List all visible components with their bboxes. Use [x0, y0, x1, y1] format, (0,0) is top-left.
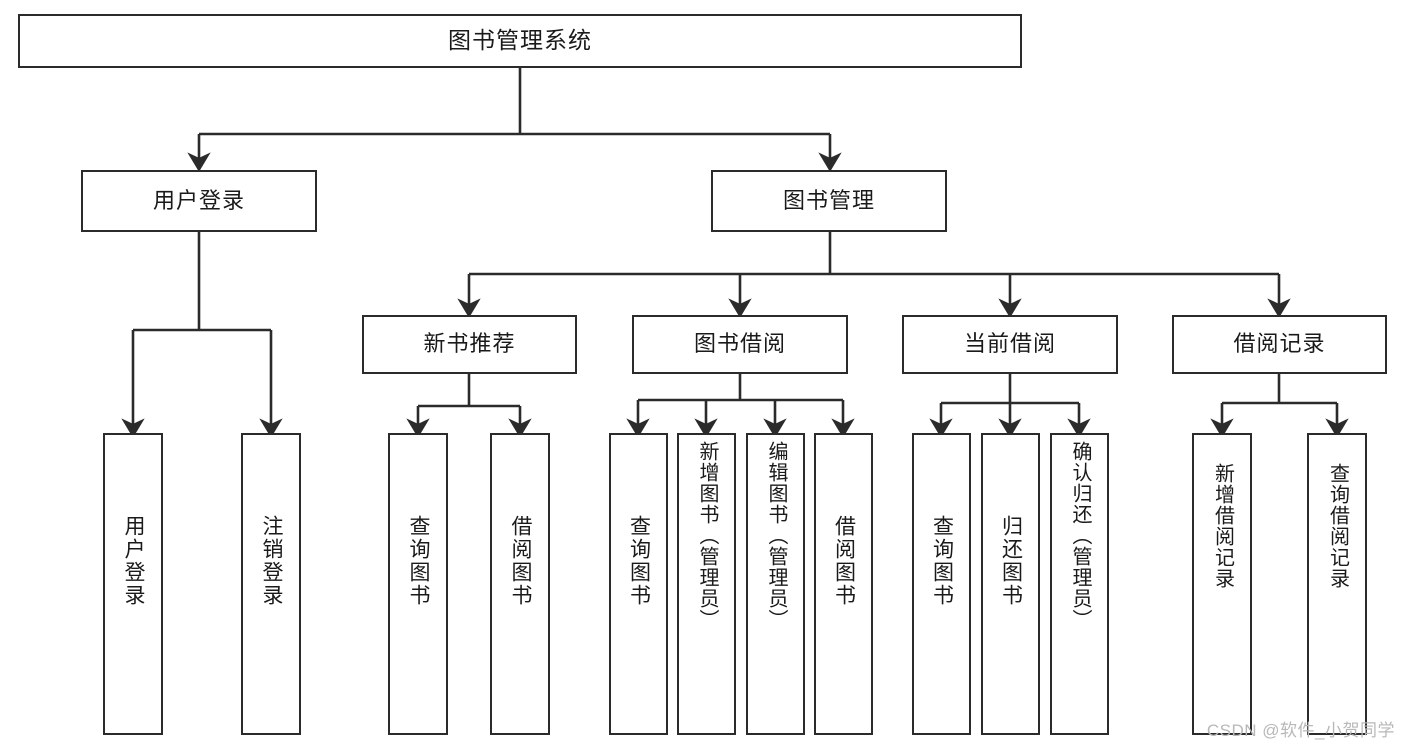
leaf-confirm-return[interactable]: 确认归还（管理员）	[1050, 433, 1109, 735]
leaf-borrow-book-recommend[interactable]: 借阅图书	[490, 433, 550, 735]
node-label: 借阅图书	[509, 515, 533, 607]
node-label: 新增图书（管理员）	[696, 441, 718, 630]
leaf-query-book-borrow[interactable]: 查询图书	[609, 433, 668, 735]
leaf-user-logout[interactable]: 注销登录	[241, 433, 301, 735]
node-label: 图书管理	[782, 187, 875, 213]
leaf-return-book[interactable]: 归还图书	[981, 433, 1040, 735]
edge-group-book-borrow	[626, 374, 855, 438]
node-label: 图书借阅	[693, 331, 786, 357]
node-label: 借阅图书	[832, 515, 856, 607]
edge-group-borrow-record	[1210, 374, 1349, 438]
node-label: 查询图书	[930, 515, 954, 607]
node-label: 当前借阅	[963, 331, 1056, 357]
node-book-borrow[interactable]: 图书借阅	[632, 315, 848, 374]
edge-group-current-borrow	[929, 374, 1091, 438]
leaf-add-book[interactable]: 新增图书（管理员）	[677, 433, 736, 735]
node-current-borrow[interactable]: 当前借阅	[902, 315, 1118, 374]
node-label: 查询图书	[627, 515, 651, 607]
node-label: 注销登录	[260, 515, 284, 607]
node-label: 确认归还（管理员）	[1069, 441, 1091, 630]
leaf-query-borrow-record[interactable]: 查询借阅记录	[1307, 433, 1367, 735]
node-label: 新书推荐	[423, 331, 516, 357]
leaf-add-borrow-record[interactable]: 新增借阅记录	[1192, 433, 1252, 735]
node-book-management[interactable]: 图书管理	[711, 170, 947, 232]
leaf-query-book-recommend[interactable]: 查询图书	[388, 433, 448, 735]
leaf-query-book-current[interactable]: 查询图书	[912, 433, 971, 735]
node-label: 借阅记录	[1233, 331, 1326, 357]
leaf-edit-book[interactable]: 编辑图书（管理员）	[746, 433, 805, 735]
leaf-user-login[interactable]: 用户登录	[103, 433, 163, 735]
node-user-login[interactable]: 用户登录	[81, 170, 317, 232]
node-label: 查询图书	[407, 515, 431, 607]
edge-group-root	[187, 68, 842, 172]
edge-group-book-management	[457, 232, 1291, 318]
node-book-management-system[interactable]: 图书管理系统	[18, 14, 1022, 68]
node-label: 编辑图书（管理员）	[765, 441, 787, 630]
node-label: 归还图书	[999, 515, 1023, 607]
node-label: 用户登录	[152, 187, 245, 213]
node-label: 查询借阅记录	[1326, 463, 1349, 589]
node-label: 图书管理系统	[448, 27, 592, 54]
edge-group-new-book-recommend	[406, 374, 532, 438]
edge-group-user-login	[121, 232, 283, 438]
node-label: 新增借阅记录	[1211, 463, 1234, 589]
node-new-book-recommend[interactable]: 新书推荐	[362, 315, 577, 374]
node-borrow-record[interactable]: 借阅记录	[1172, 315, 1387, 374]
leaf-borrow-book[interactable]: 借阅图书	[814, 433, 873, 735]
node-label: 用户登录	[122, 515, 146, 607]
